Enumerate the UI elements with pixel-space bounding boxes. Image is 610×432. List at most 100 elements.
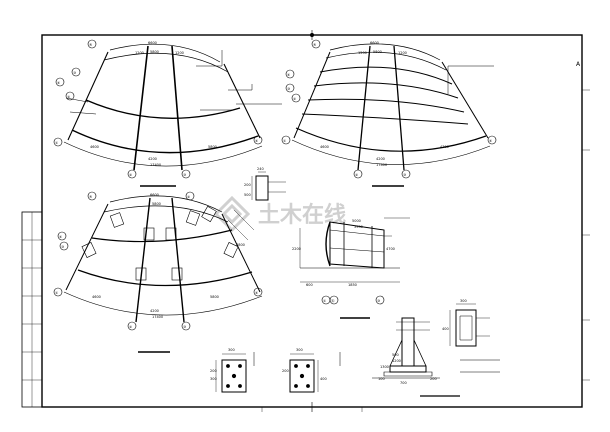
dimension-label: 1200 <box>135 51 144 55</box>
center-mark-top <box>310 33 314 37</box>
dimension-label: 400 <box>320 377 327 381</box>
dimension-label: ① <box>323 299 326 303</box>
dimension-label: 100 <box>378 377 385 381</box>
dimension-label: 5800 <box>373 50 382 54</box>
dimension-label: 600 <box>306 283 313 287</box>
dimension-label: ③ <box>183 173 186 177</box>
plan-bottom-left-labels: 6600 5800 4200 17400 4600 5800 4800 ⑤ ④ … <box>55 193 258 329</box>
detail-elevation-labels: 5000 3950 2200 4700 1850 600 ① Ⓐ ③ <box>292 219 395 303</box>
plan-bottom-left <box>63 195 263 353</box>
dimension-label: Ⓐ <box>331 298 335 303</box>
dimension-label: 4200 <box>150 309 159 313</box>
detail-section-small <box>251 171 286 201</box>
dimension-label: 5800 <box>150 50 159 54</box>
dimension-label: 500 <box>392 353 399 357</box>
dimension-label: ④ <box>255 291 258 295</box>
plan-top-left-axes <box>53 39 263 179</box>
plan-top-right-axes <box>281 39 497 179</box>
dimension-label: 17400 <box>150 163 161 167</box>
dimension-label: ③ <box>403 173 406 177</box>
detail-section-small-labels: 240 200 500 <box>244 167 264 197</box>
dimension-label: ② <box>67 95 70 99</box>
detail-base-plate-b <box>289 352 341 393</box>
dimension-label: ② <box>355 173 358 177</box>
dimension-label: 6600 <box>148 41 157 45</box>
dimension-label: ④ <box>489 139 492 143</box>
dimension-label: ⑤ <box>89 43 92 47</box>
dimension-label: 400 <box>442 327 449 331</box>
dimension-label: ④ <box>255 139 258 143</box>
dimension-label: 700 <box>400 381 407 385</box>
watermark-text: 土木在线 <box>258 202 346 228</box>
dimension-label: ⑤ <box>313 43 316 47</box>
dimension-label: ③ <box>61 245 64 249</box>
dimension-label: ① <box>283 139 286 143</box>
detail-elevation-axes <box>321 295 385 305</box>
detail-base-plate-a <box>215 352 255 393</box>
dimension-label: 1300 <box>380 365 389 369</box>
dimension-label: 1200 <box>175 51 184 55</box>
dimension-label: ② <box>187 195 190 199</box>
dimension-label: 4700 <box>386 247 395 251</box>
dimension-label: 4200 <box>148 157 157 161</box>
dimension-label: 200 <box>282 369 289 373</box>
dimension-label: 17400 <box>376 163 387 167</box>
dimension-label: 6600 <box>370 41 379 45</box>
detail-column-base <box>372 317 460 397</box>
dimension-label: ③ <box>377 299 380 303</box>
dimension-label: ④ <box>287 73 290 77</box>
dimension-label: 4800 <box>236 243 245 247</box>
dimension-label: 4600 <box>90 145 99 149</box>
detail-base-plate-b-labels: 300 200 400 <box>282 348 327 381</box>
dimension-label: ④ <box>59 235 62 239</box>
plan-top-right <box>291 43 494 187</box>
dimension-label: 300 <box>210 377 217 381</box>
dimension-label: ① <box>55 291 58 295</box>
dimension-label: 5800 <box>152 202 161 206</box>
plan-top-left-labels: 6600 5800 1200 1200 4200 17400 4600 5800… <box>55 41 258 177</box>
dimension-label: 300 <box>460 299 467 303</box>
plan-bottom-left-axes <box>53 191 263 331</box>
dimension-label: ② <box>129 173 132 177</box>
dimension-label: 2200 <box>292 247 301 251</box>
dimension-label: 17400 <box>152 315 163 319</box>
dimension-label: 200 <box>244 183 251 187</box>
dimension-label: 5800 <box>208 145 217 149</box>
dimension-label: ④ <box>57 81 60 85</box>
dimension-label: 4600 <box>320 145 329 149</box>
dimension-label: 4300 <box>440 145 449 149</box>
dimension-label: 1200 <box>398 51 407 55</box>
dimension-label: 1200 <box>358 51 367 55</box>
dimension-label: 4200 <box>376 157 385 161</box>
dimension-label: ② <box>129 325 132 329</box>
dimension-label: 240 <box>257 167 264 171</box>
dimension-label: 5000 <box>352 219 361 223</box>
dimension-label: 4600 <box>92 295 101 299</box>
plan-top-right-labels: 6600 5800 1200 1200 4200 17400 4600 4300… <box>283 41 492 177</box>
dimension-label: ③ <box>183 325 186 329</box>
plan-top-left <box>63 43 282 187</box>
detail-column-section <box>449 303 500 373</box>
dimension-label: ② <box>293 97 296 101</box>
detail-column-base-labels: 500 1200 1300 100 700 200 <box>378 353 437 385</box>
watermark: 土木在线 <box>213 195 346 233</box>
dimension-label: 300 <box>296 348 303 352</box>
dimension-label: 3950 <box>354 225 363 229</box>
diamond-logo-icon <box>213 195 251 233</box>
dimension-label: 300 <box>228 348 235 352</box>
dimension-label: 200 <box>430 377 437 381</box>
dimension-label: ③ <box>73 71 76 75</box>
dimension-label: 500 <box>244 193 251 197</box>
dimension-label: 1200 <box>392 359 401 363</box>
dimension-label: 6600 <box>150 193 159 197</box>
detail-elevation <box>299 217 410 319</box>
north-mark-label: A <box>576 61 581 68</box>
dimension-label: ⑤ <box>89 195 92 199</box>
dimension-label: 1850 <box>348 283 357 287</box>
dimension-label: 5800 <box>210 295 219 299</box>
dimension-label: ③ <box>287 87 290 91</box>
detail-base-plate-a-labels: 300 200 300 <box>210 348 235 381</box>
detail-column-section-labels: 300 400 <box>442 299 467 331</box>
dimension-label: ① <box>55 141 58 145</box>
